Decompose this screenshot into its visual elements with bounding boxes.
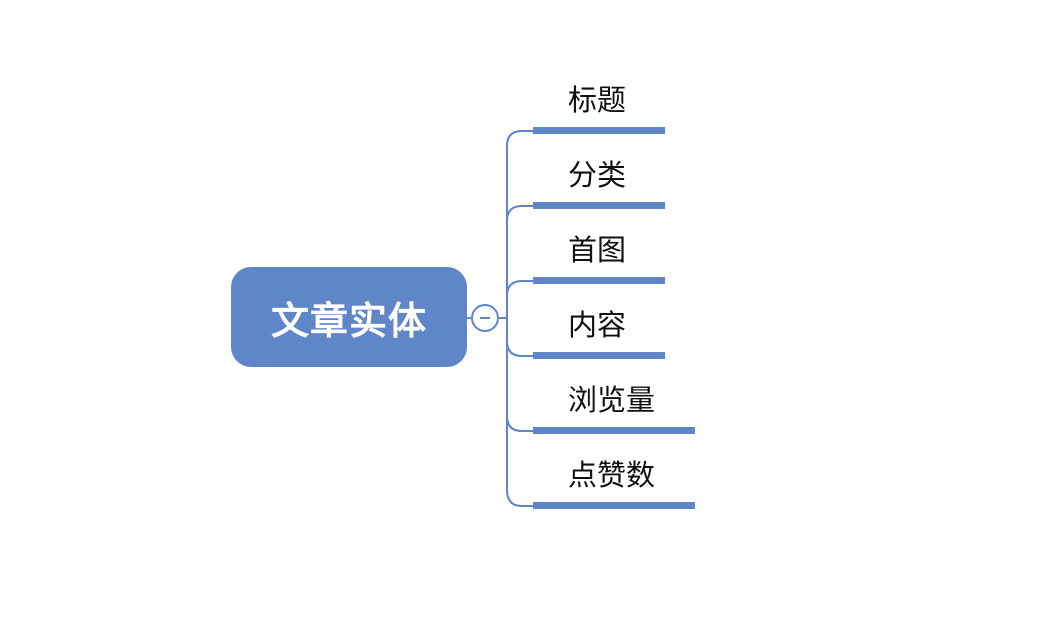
- child-node-category[interactable]: 分类: [568, 158, 627, 192]
- child-underline-4: [533, 352, 665, 359]
- child-underline-6: [533, 502, 695, 509]
- child-node-views[interactable]: 浏览量: [568, 383, 656, 417]
- branch-curve-6: [506, 489, 533, 507]
- child-underline-2: [533, 202, 665, 209]
- branch-curve-1: [506, 130, 533, 147]
- root-node[interactable]: 文章实体: [231, 267, 467, 367]
- child-underline-1: [533, 127, 665, 134]
- child-underline-5: [533, 427, 695, 434]
- collapse-button[interactable]: [471, 304, 499, 332]
- root-node-label: 文章实体: [270, 298, 427, 343]
- child-node-content[interactable]: 内容: [568, 308, 627, 342]
- branch-curve-5: [506, 415, 533, 432]
- minus-icon: [480, 317, 490, 319]
- child-node-cover-image[interactable]: 首图: [568, 233, 627, 267]
- child-node-title[interactable]: 标题: [568, 83, 627, 117]
- child-node-likes[interactable]: 点赞数: [568, 458, 656, 492]
- branch-curve-2: [506, 205, 533, 222]
- branch-curve-4: [506, 340, 533, 357]
- branch-curve-3: [506, 280, 533, 297]
- child-underline-3: [533, 277, 665, 284]
